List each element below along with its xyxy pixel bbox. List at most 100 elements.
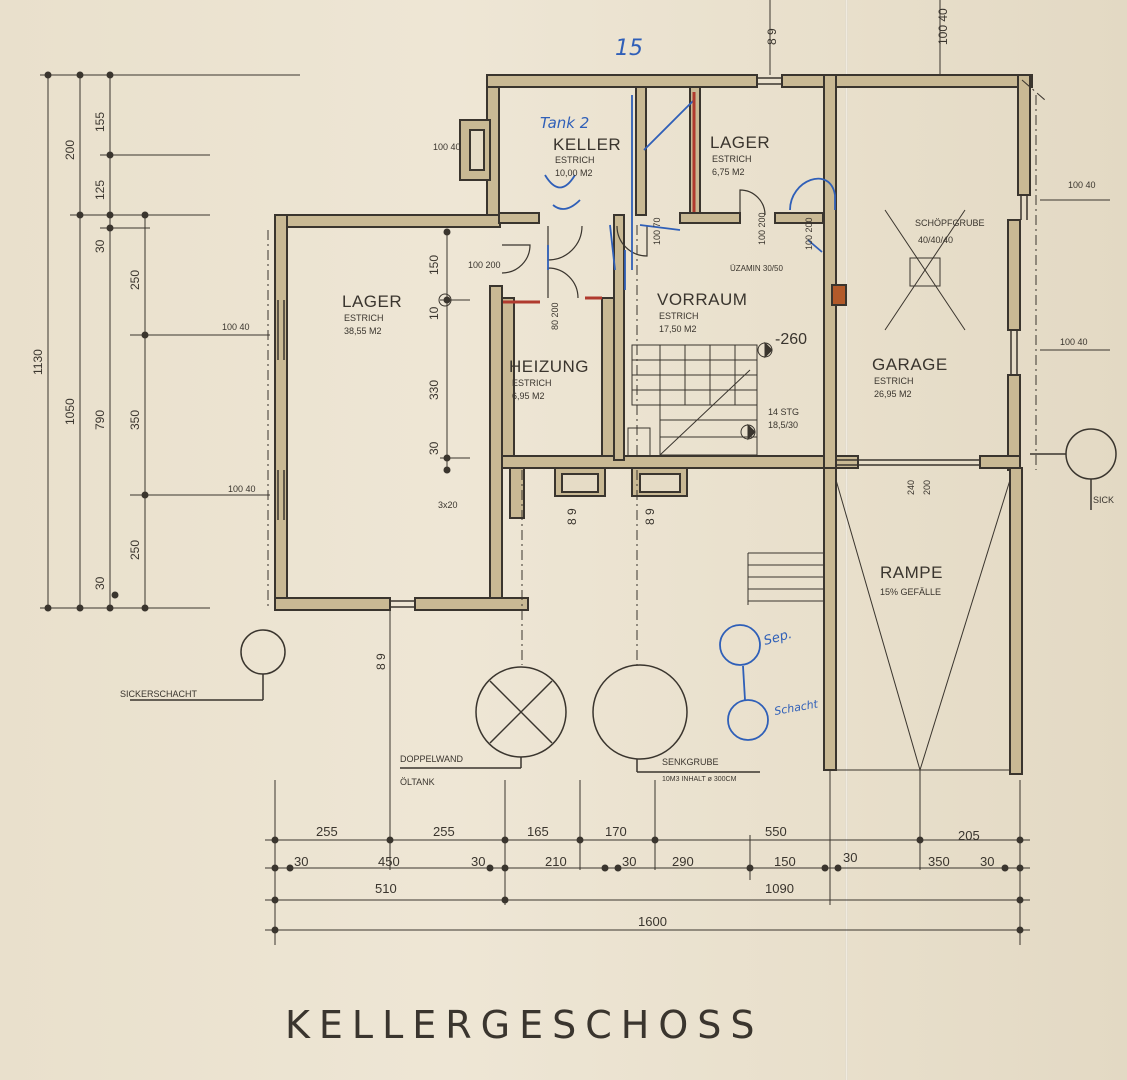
svg-text:1050: 1050 [63, 398, 77, 425]
svg-text:165: 165 [527, 824, 549, 839]
svg-text:30: 30 [93, 239, 107, 253]
svg-text:80 200: 80 200 [550, 302, 560, 330]
svg-text:550: 550 [765, 824, 787, 839]
red-wall-marks [503, 92, 696, 304]
svg-text:30: 30 [294, 854, 308, 869]
svg-text:1130: 1130 [31, 349, 45, 375]
svg-text:30: 30 [471, 854, 485, 869]
svg-text:6,95 M2: 6,95 M2 [512, 391, 545, 401]
svg-text:350: 350 [128, 410, 142, 430]
svg-text:8 9: 8 9 [565, 508, 579, 525]
label-steps-size: 18,5/30 [768, 420, 798, 430]
doors [501, 189, 766, 299]
svg-text:10,00 M2: 10,00 M2 [555, 168, 593, 178]
label-sickerschacht: SICKERSCHACHT [120, 689, 198, 699]
svg-text:100 40: 100 40 [1068, 180, 1096, 190]
label-steps: 14 STG [768, 407, 799, 417]
svg-text:290: 290 [672, 854, 694, 869]
svg-text:ESTRICH: ESTRICH [874, 376, 914, 386]
dims-bottom-total: 1600 [638, 914, 667, 929]
room-heizung: HEIZUNG ESTRICH 6,95 M2 [509, 357, 589, 401]
svg-text:LAGER: LAGER [710, 133, 770, 152]
room-vorraum: VORRAUM ESTRICH 17,50 M2 [657, 290, 747, 334]
svg-text:KELLER: KELLER [553, 135, 621, 154]
label-senkgrube: SENKGRUBE [662, 757, 719, 767]
svg-text:30: 30 [622, 854, 636, 869]
label-uzamin: ÜZAMIN 30/50 [730, 264, 783, 273]
svg-text:17,50 M2: 17,50 M2 [659, 324, 697, 334]
room-lager-big: LAGER ESTRICH 38,55 M2 [342, 292, 402, 336]
svg-text:30: 30 [980, 854, 994, 869]
hand-sep: Sep. [762, 627, 794, 649]
svg-text:8 9: 8 9 [643, 508, 657, 525]
svg-text:100 200: 100 200 [804, 217, 814, 250]
svg-text:100 40: 100 40 [433, 142, 461, 152]
label-window-3x20: 3x20 [438, 500, 458, 510]
dim-top-right: 100 40 [936, 8, 950, 45]
dims-inner: 150 100 200 10 330 30 100 200 80 200 8 9… [427, 212, 932, 525]
label-doppelwand: DOPPELWAND [400, 754, 464, 764]
room-garage: GARAGE ESTRICH 26,95 M2 [872, 355, 948, 399]
svg-text:205: 205 [958, 828, 980, 843]
svg-text:100 200: 100 200 [757, 212, 767, 245]
dims-openings: 100 40 100 40 100 40 100 40 100 40 [222, 142, 1096, 494]
walls [274, 74, 1033, 775]
svg-text:HEIZUNG: HEIZUNG [509, 357, 589, 376]
svg-text:ESTRICH: ESTRICH [555, 155, 595, 165]
room-keller: KELLER ESTRICH 10,00 M2 [553, 135, 621, 178]
svg-text:350: 350 [928, 854, 950, 869]
svg-text:26,95 M2: 26,95 M2 [874, 389, 912, 399]
axis-lines [267, 79, 1046, 665]
svg-text:150: 150 [427, 255, 441, 275]
svg-text:RAMPE: RAMPE [880, 563, 943, 582]
svg-text:100 40: 100 40 [228, 484, 256, 494]
svg-text:250: 250 [128, 270, 142, 290]
dim-top-left: 8 9 [765, 28, 779, 45]
svg-text:VORRAUM: VORRAUM [657, 290, 747, 309]
svg-text:ESTRICH: ESTRICH [712, 154, 752, 164]
hand-top-number: 15 [615, 36, 643, 61]
svg-text:ESTRICH: ESTRICH [512, 378, 552, 388]
svg-text:ESTRICH: ESTRICH [659, 311, 699, 321]
svg-text:6,75 M2: 6,75 M2 [712, 167, 745, 177]
paper-fold [845, 0, 848, 1080]
label-schoepfgrube-size: 40/40/40 [918, 235, 953, 245]
svg-text:200: 200 [922, 480, 932, 495]
ramp-outline [835, 479, 1011, 771]
dims-left: 155 200 125 30 250 1130 1050 790 350 250… [31, 112, 142, 590]
sickerschacht-shaft [240, 629, 286, 675]
svg-text:450: 450 [378, 854, 400, 869]
svg-text:30: 30 [427, 441, 441, 455]
label-oeltank: ÖLTANK [400, 777, 435, 787]
room-rampe: RAMPE 15% GEFÄLLE [880, 563, 943, 597]
svg-text:125: 125 [93, 180, 107, 200]
dim-below-plan: 8 9 [374, 653, 388, 670]
svg-text:ESTRICH: ESTRICH [344, 313, 384, 323]
svg-text:100 40: 100 40 [1060, 337, 1088, 347]
svg-text:100 200: 100 200 [468, 260, 501, 270]
dims-bottom-row2: 30 450 30 210 30 290 150 30 350 30 [294, 850, 994, 869]
svg-text:255: 255 [316, 824, 338, 839]
hand-schacht: Schacht [773, 697, 819, 718]
svg-text:GARAGE: GARAGE [872, 355, 948, 374]
svg-text:10: 10 [427, 306, 441, 320]
svg-text:510: 510 [375, 881, 397, 896]
svg-text:210: 210 [545, 854, 567, 869]
label-schoepfgrube: SCHÖPFGRUBE [915, 218, 985, 228]
svg-text:150: 150 [774, 854, 796, 869]
svg-text:250: 250 [128, 540, 142, 560]
handwritten-marks [544, 95, 836, 741]
senkgrube-circle [592, 664, 688, 760]
svg-text:330: 330 [427, 380, 441, 400]
dims-bottom-row3: 510 1090 [375, 881, 794, 896]
svg-text:240: 240 [906, 480, 916, 495]
svg-text:30: 30 [843, 850, 857, 865]
dimension-lines [40, 0, 1110, 945]
hand-tank: Tank 2 [540, 114, 589, 132]
level-markers [438, 293, 773, 441]
exterior-steps [747, 552, 824, 605]
svg-text:200: 200 [63, 140, 77, 160]
dims-bottom-row1: 255 255 165 170 550 205 [316, 824, 980, 843]
sheet-title: KELLERGESCHOSS [285, 1003, 764, 1047]
